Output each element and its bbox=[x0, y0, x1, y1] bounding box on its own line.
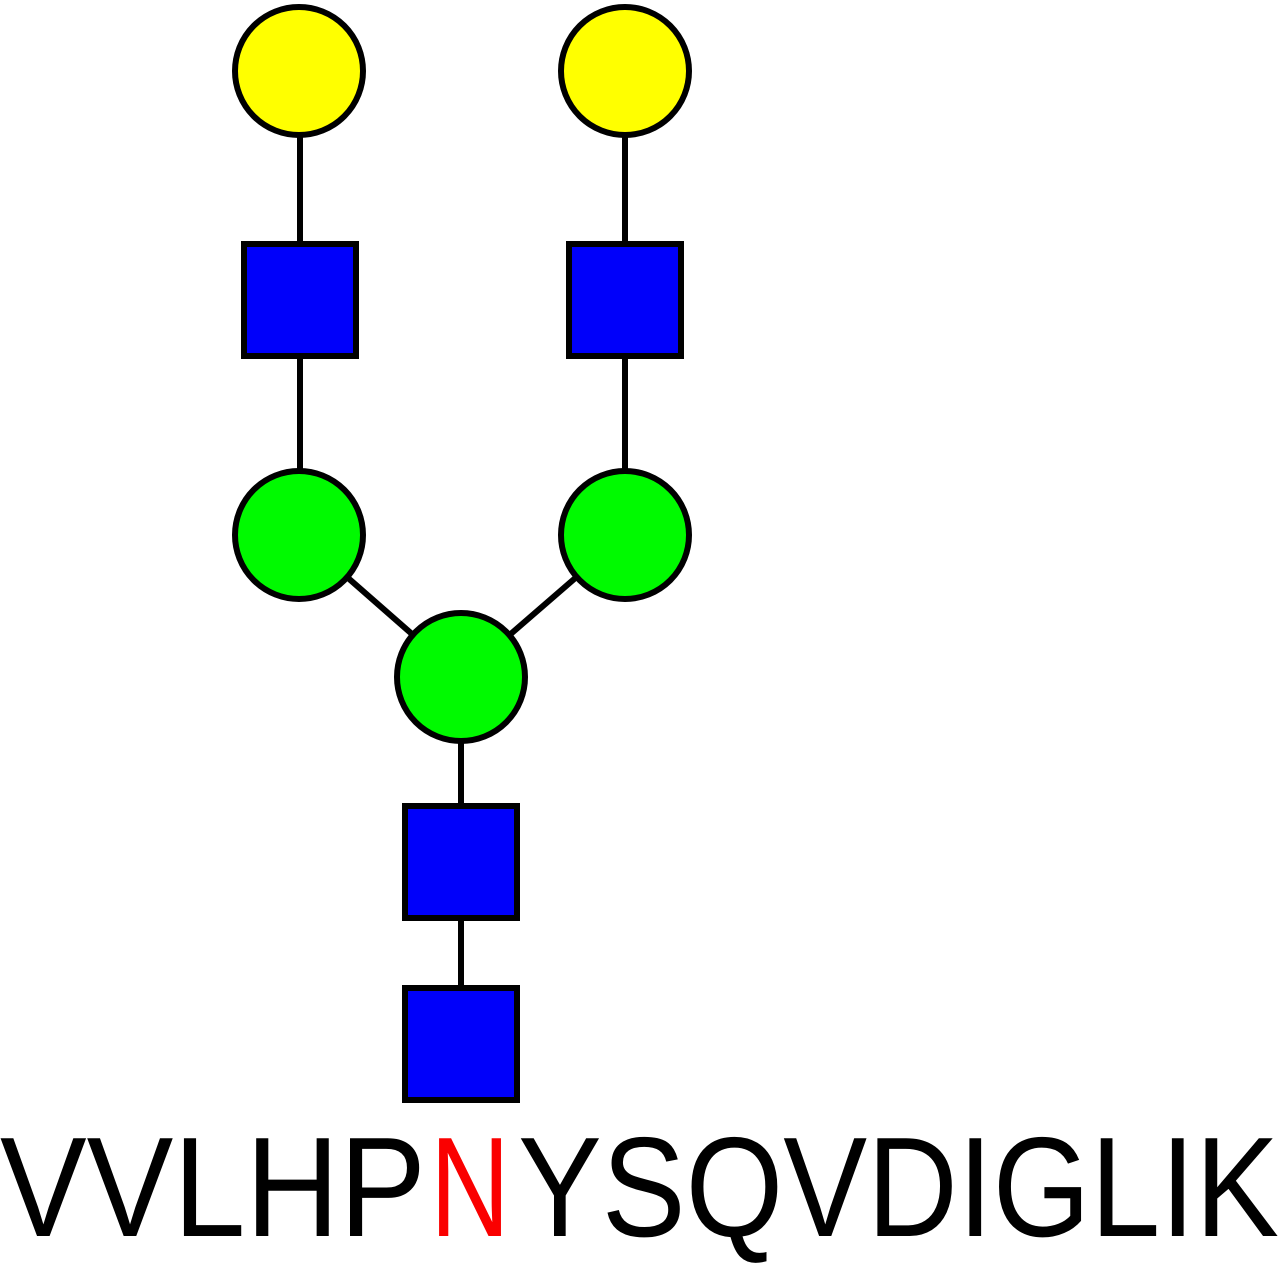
mannose-icon bbox=[394, 610, 528, 744]
peptide-suffix: YSQVDIGLIK bbox=[518, 1108, 1279, 1267]
glcnac-icon bbox=[402, 985, 520, 1103]
peptide-sequence: VVLHP N YSQVDIGLIK bbox=[0, 1108, 1279, 1267]
glcnac-icon bbox=[241, 241, 359, 359]
peptide-prefix: VVLHP bbox=[0, 1108, 426, 1267]
glycosylation-site-residue: N bbox=[430, 1108, 510, 1267]
galactose-icon bbox=[558, 4, 692, 138]
glcnac-icon bbox=[402, 803, 520, 921]
mannose-icon bbox=[558, 468, 692, 602]
monosaccharide-nodes bbox=[232, 4, 692, 1103]
glcnac-icon bbox=[566, 241, 684, 359]
galactose-icon bbox=[232, 4, 366, 138]
mannose-icon bbox=[232, 468, 366, 602]
